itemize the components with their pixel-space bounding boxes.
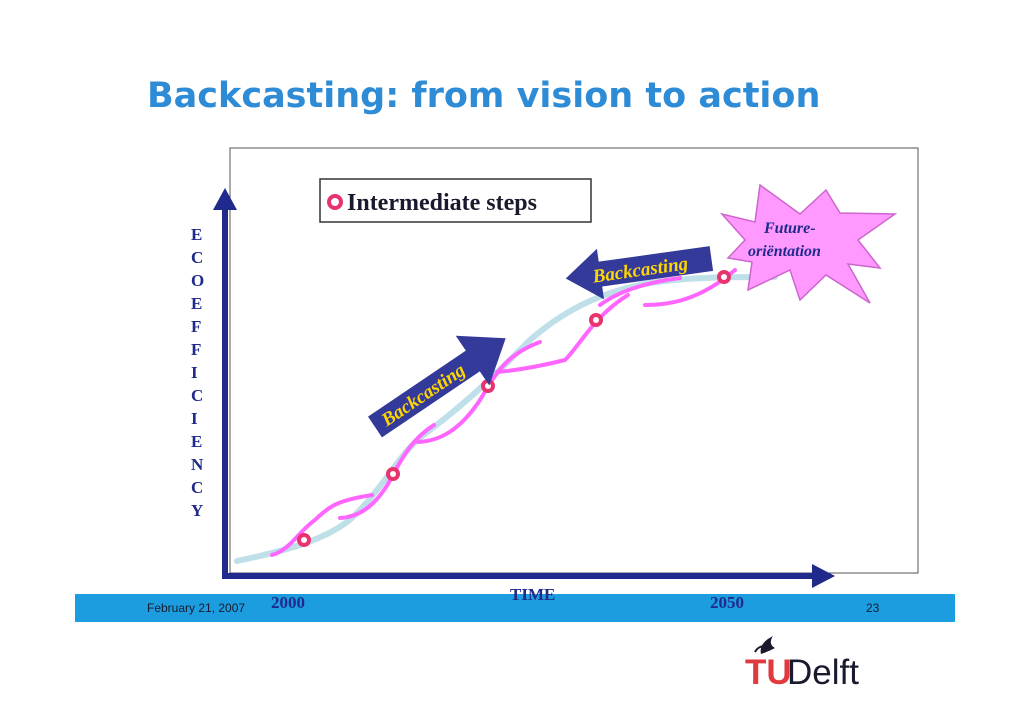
- legend-marker-icon: [327, 194, 343, 210]
- y-letter: F: [191, 317, 201, 336]
- footer-date: February 21, 2007: [147, 601, 246, 615]
- y-axis: [213, 188, 237, 576]
- y-letter: C: [191, 386, 203, 405]
- legend: Intermediate steps: [319, 178, 592, 223]
- y-letter: N: [191, 455, 204, 474]
- y-letter: F: [191, 340, 201, 359]
- logo-tu: TU: [745, 653, 792, 692]
- y-letter: E: [191, 294, 202, 313]
- x-tick-2000: 2000: [271, 593, 305, 612]
- y-letter: E: [191, 225, 202, 244]
- x-axis: [222, 564, 835, 588]
- y-letter: Y: [191, 501, 203, 520]
- page-number: 23: [866, 601, 880, 615]
- y-axis-label: E C O E F F I C I E N C Y: [191, 225, 204, 520]
- starburst-line2: oriëntation: [748, 243, 821, 260]
- tudelft-logo: TU Delft: [745, 632, 895, 696]
- slide-title: Backcasting: from vision to action: [147, 76, 821, 116]
- y-letter: C: [191, 248, 203, 267]
- y-letter: I: [191, 363, 198, 382]
- x-tick-2050: 2050: [710, 593, 744, 612]
- step-marker: [297, 533, 311, 547]
- flame-icon: [754, 636, 775, 654]
- step-marker: [386, 467, 400, 481]
- step-marker: [589, 313, 603, 327]
- y-letter: O: [191, 271, 204, 290]
- starburst-shape: [719, 183, 898, 304]
- step-markers: [297, 270, 731, 547]
- x-axis-label: TIME: [510, 585, 555, 604]
- logo-delft: Delft: [787, 653, 859, 692]
- y-letter: I: [191, 409, 198, 428]
- y-letter: C: [191, 478, 203, 497]
- y-letter: E: [191, 432, 202, 451]
- step-marker: [717, 270, 731, 284]
- starburst-line1: Future-: [763, 220, 816, 237]
- future-orientation-starburst: Future- oriëntation: [719, 183, 898, 304]
- legend-label: Intermediate steps: [347, 190, 537, 216]
- footer-band: [75, 594, 955, 622]
